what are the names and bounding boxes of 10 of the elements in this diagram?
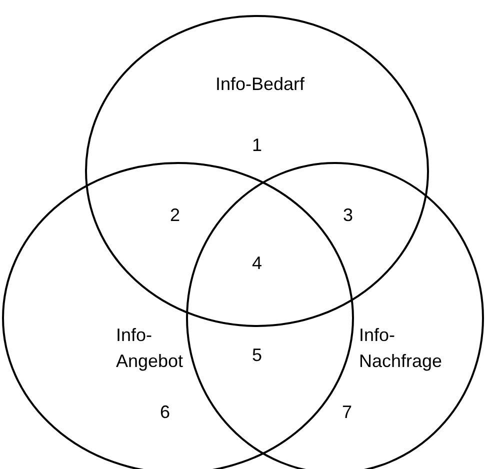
region-number: 6 xyxy=(158,401,171,424)
region-number: 2 xyxy=(168,204,181,227)
set-label: Info-Angebot xyxy=(116,324,184,373)
region-number: 5 xyxy=(250,344,263,367)
region-number: 3 xyxy=(342,204,354,227)
region-number: 4 xyxy=(250,252,263,275)
region-number: 1 xyxy=(250,134,263,157)
set-label: Info-Bedarf xyxy=(214,73,306,96)
region-number: 7 xyxy=(340,401,353,424)
set-label: Info-Nachfrage xyxy=(359,324,444,373)
